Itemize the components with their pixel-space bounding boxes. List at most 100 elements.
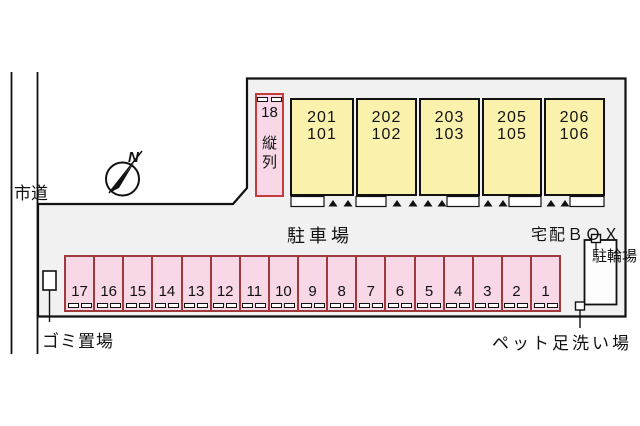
parking-spot: 5 [413,257,443,310]
parking-spot: 2 [500,257,530,310]
unit-number-upper: 202 [371,109,402,126]
garbage-station-label: ゴミ置場 [42,332,114,351]
unit-number-upper: 203 [434,109,465,126]
parking-spot: 13 [180,257,210,310]
wheel-stopper [517,303,529,308]
wheel-stoppers [212,303,239,308]
unit-number-lower: 105 [497,126,527,143]
wheel-stoppers [299,303,326,308]
compass-north-label: N [128,149,140,166]
parking-spot-number: 2 [512,283,521,300]
parking-spot-number: 8 [337,283,346,300]
entrance-triangle-icon [560,200,570,207]
wheel-stoppers [328,303,355,308]
building-unit-203-103: 203 103 [419,98,480,196]
wheel-stopper [533,303,545,308]
wheel-stopper [226,303,238,308]
wheel-stopper [459,303,471,308]
wheel-stopper [167,303,179,308]
wheel-stoppers [532,303,559,308]
parking-spot-number: 5 [424,283,434,300]
entrance-triangle-icon [437,200,447,207]
entrance-triangle-icon [343,200,353,207]
entrance-triangle-icon [392,200,402,207]
parking-spot-number: 3 [483,283,492,300]
compass-icon: N [105,149,143,197]
parking-spot: 8 [326,257,356,310]
wheel-stopper [488,303,500,308]
wheel-stopper [197,303,209,308]
wheel-stopper [154,303,166,308]
compass-needle [109,163,134,193]
road-label: 市道 [14,184,48,203]
wheel-stopper [371,303,383,308]
wheel-stoppers [241,303,268,308]
bicycle-parking-label: 駐輪場 [592,248,637,265]
entrance-porch [290,195,325,208]
parking-spot-number: 16 [100,283,118,300]
wheel-stoppers [66,303,93,308]
wheel-stopper [257,97,268,102]
parking-spot: 16 [93,257,123,310]
delivery-box-label: 宅配ＢＯＸ [531,227,622,244]
wheel-stopper [342,303,354,308]
parking-lot-label: 駐車場 [287,226,353,246]
entrance-triangle-icon [328,200,338,207]
wheel-stoppers [474,303,501,308]
parking-spot: 6 [384,257,414,310]
wheel-stopper [546,303,558,308]
wheel-stopper [446,303,458,308]
parking-spot: 14 [151,257,181,310]
entrance-porch [569,195,605,208]
wheel-stoppers [416,303,443,308]
wheel-stopper [184,303,196,308]
parking-spot: 7 [355,257,385,310]
parking-spot-number: 6 [395,283,405,300]
wheel-stopper [80,303,92,308]
parking-spot: 3 [471,257,501,310]
wheel-stopper [284,303,296,308]
wheel-stoppers [124,303,151,308]
pet-foot-wash-icon [574,301,586,311]
wheel-stopper [313,303,325,308]
pet-foot-wash-label: ペット足洗い場 [492,334,632,353]
wheel-stopper [400,303,412,308]
wheel-stopper [430,303,442,308]
parking-spot-number: 14 [158,283,176,300]
unit-number-lower: 103 [434,126,465,143]
unit-number-upper: 206 [559,109,590,126]
parking-spot: 1 [530,257,560,310]
unit-number-lower: 106 [559,126,590,143]
entrance-triangle-icon [546,200,556,207]
wheel-stoppers [153,303,180,308]
wheel-stopper [96,303,108,308]
tandem-parking-spot-18: 18 縦列 [255,93,284,197]
building-unit-201-101: 201 101 [290,98,354,196]
parking-spot: 10 [267,257,297,310]
wheel-stopper [67,303,79,308]
wheel-stoppers [270,303,297,308]
unit-number-upper: 205 [497,109,527,126]
wheel-stopper [504,303,516,308]
parking-spot-number: 10 [275,283,292,300]
building-unit-205-105: 205 105 [482,98,542,196]
parking-spot-number: 15 [129,283,147,300]
wheel-stopper [255,303,267,308]
parking-spot: 12 [209,257,239,310]
entrance-triangle-icon [408,200,418,207]
entrance-porch [446,195,480,208]
parking-spot: 11 [238,257,268,310]
parking-spot: 15 [122,257,152,310]
unit-number-upper: 201 [307,109,337,126]
wheel-stoppers [95,303,122,308]
unit-number-lower: 102 [371,126,402,143]
building-unit-202-102: 202 102 [356,98,417,196]
wheel-stopper [271,97,282,102]
compass-needle-line [108,150,143,194]
wheel-stopper [242,303,254,308]
wheel-stoppers [183,303,210,308]
parking-spot-number: 13 [187,283,205,300]
parking-spot: 17 [66,257,94,310]
wheel-stoppers [357,303,384,308]
